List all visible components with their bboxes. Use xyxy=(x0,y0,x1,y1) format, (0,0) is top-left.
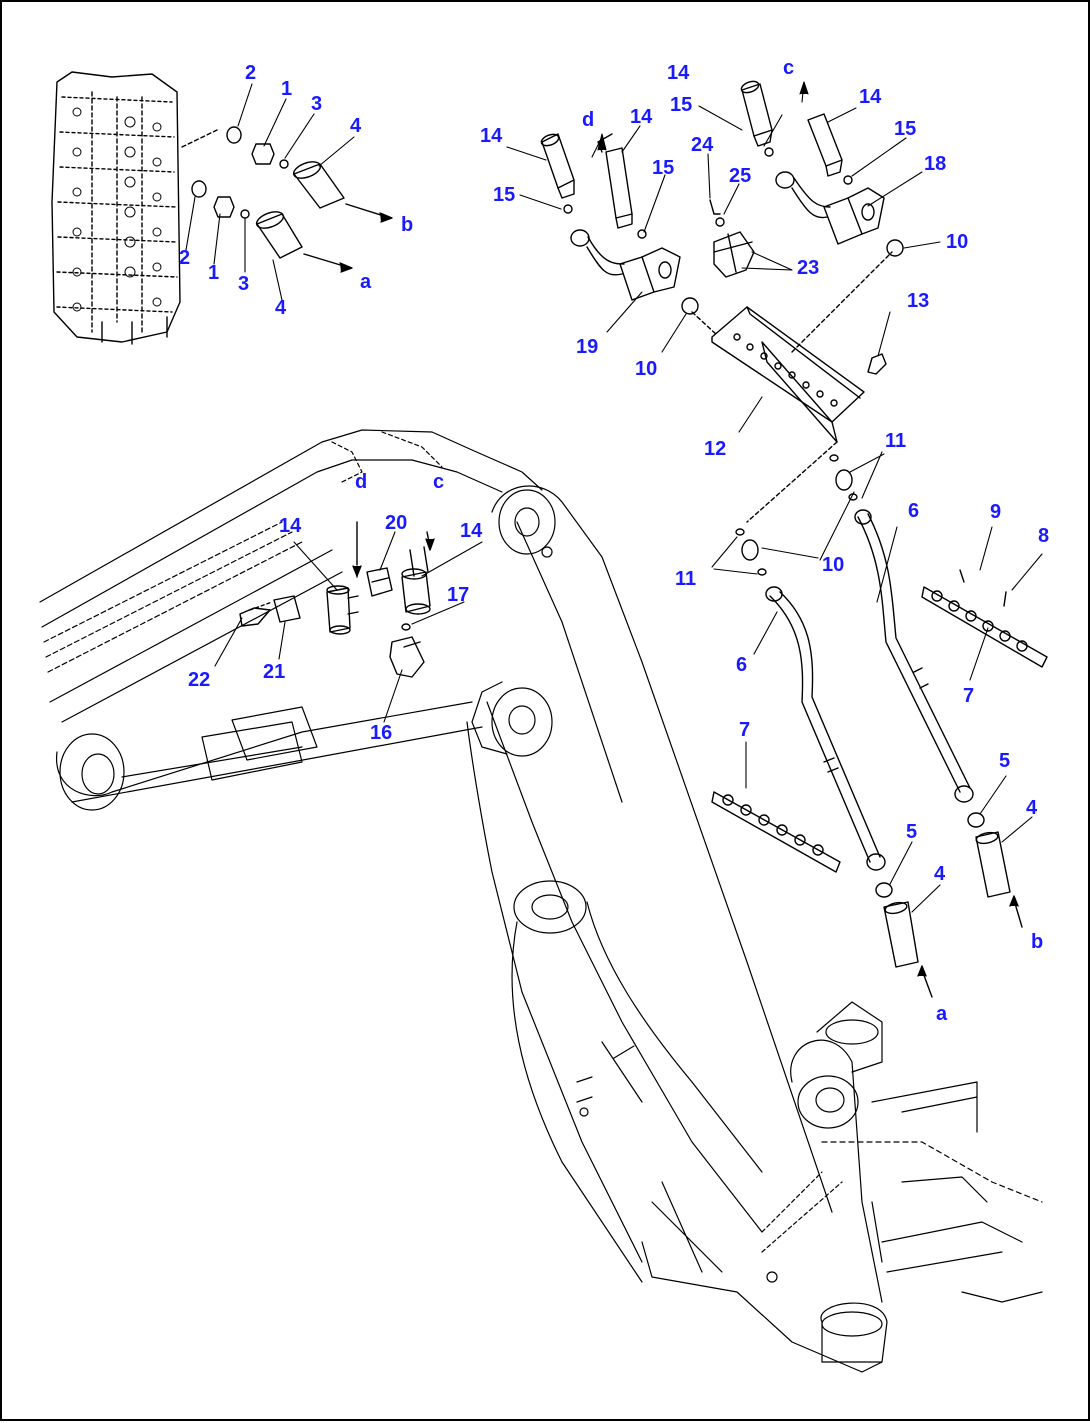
callout-item-14-f: 14 xyxy=(460,520,483,542)
callout-item-16: 16 xyxy=(370,722,393,744)
callout-item-14-a: 14 xyxy=(480,125,503,147)
callout-item-2-lower: 2 xyxy=(179,247,191,269)
callout-port-a-pipe: a xyxy=(936,1003,948,1025)
callout-item-10-a: 10 xyxy=(946,231,969,253)
callout-item-3-upper: 3 xyxy=(311,93,323,115)
callout-item-8: 8 xyxy=(1038,525,1050,547)
callout-item-5-right: 5 xyxy=(999,750,1011,772)
bracket-23 xyxy=(709,199,755,278)
valve-fitting-lower xyxy=(191,180,353,273)
callout-item-10-c: 10 xyxy=(822,554,845,576)
valve-fitting-upper xyxy=(181,126,393,223)
control-valve-block xyxy=(51,71,181,345)
callout-item-2-upper: 2 xyxy=(245,62,257,84)
callout-item-12: 12 xyxy=(704,438,727,460)
callout-port-c-boom: c xyxy=(433,471,445,493)
callout-item-15-a: 15 xyxy=(493,184,516,206)
callout-item-4-left: 4 xyxy=(934,863,946,885)
callout-item-3-lower: 3 xyxy=(238,273,250,295)
callout-item-17: 17 xyxy=(447,584,470,606)
callout-item-4-lower: 4 xyxy=(275,297,287,319)
callout-item-23: 23 xyxy=(797,257,820,279)
callout-port-a-valve: a xyxy=(360,271,372,293)
callout-item-9: 9 xyxy=(990,501,1002,523)
callout-item-14-c: 14 xyxy=(667,62,690,84)
callout-item-1-upper: 1 xyxy=(281,78,293,100)
hose-fitting-group-right xyxy=(740,80,904,257)
bracket-plate-12 xyxy=(691,251,893,523)
callout-port-b-pipe: b xyxy=(1031,931,1044,953)
boom-hose-fittings xyxy=(239,521,435,678)
callout-item-4-upper: 4 xyxy=(350,115,362,137)
callout-item-4-right: 4 xyxy=(1026,797,1038,819)
callout-item-21: 21 xyxy=(263,661,286,683)
callout-item-25: 25 xyxy=(729,165,752,187)
callout-item-15-c: 15 xyxy=(670,94,693,116)
clamp-7-left xyxy=(711,791,841,873)
pipe-6-right xyxy=(854,509,974,803)
callout-item-22: 22 xyxy=(188,669,211,691)
callout-item-13: 13 xyxy=(907,290,930,312)
callout-port-c-upper: c xyxy=(783,57,795,79)
callout-item-11-lower: 11 xyxy=(675,568,697,590)
callout-item-14-e: 14 xyxy=(279,515,302,537)
callout-item-20: 20 xyxy=(385,512,408,534)
callout-port-d-boom: d xyxy=(355,471,368,493)
hose-fitting-group-left xyxy=(540,133,699,315)
callout-port-d-upper: d xyxy=(582,109,595,131)
callout-item-5-left: 5 xyxy=(906,821,918,843)
callout-item-14-d: 14 xyxy=(859,86,882,108)
callout-item-15-b: 15 xyxy=(652,157,675,179)
callout-item-19: 19 xyxy=(576,336,599,358)
callout-item-10-b: 10 xyxy=(635,358,658,380)
fitting-4-5-lower xyxy=(875,812,1023,998)
callout-item-11-upper: 11 xyxy=(885,430,907,452)
callout-item-6-right: 6 xyxy=(908,500,920,522)
callout-item-7-right: 7 xyxy=(963,685,975,707)
boom-assembly xyxy=(39,429,1043,1373)
leader-lines xyxy=(185,81,1043,913)
callout-port-b-valve: b xyxy=(401,214,414,236)
callout-item-14-b: 14 xyxy=(630,106,653,128)
callout-item-18: 18 xyxy=(924,153,947,175)
callout-item-6-left: 6 xyxy=(736,654,748,676)
callout-item-15-d: 15 xyxy=(894,118,917,140)
callout-item-7-left: 7 xyxy=(739,719,751,741)
clamp-7-right xyxy=(921,569,1048,668)
callout-item-1-lower: 1 xyxy=(208,262,220,284)
callout-item-24: 24 xyxy=(691,134,714,156)
pipe-6-left xyxy=(765,586,886,871)
